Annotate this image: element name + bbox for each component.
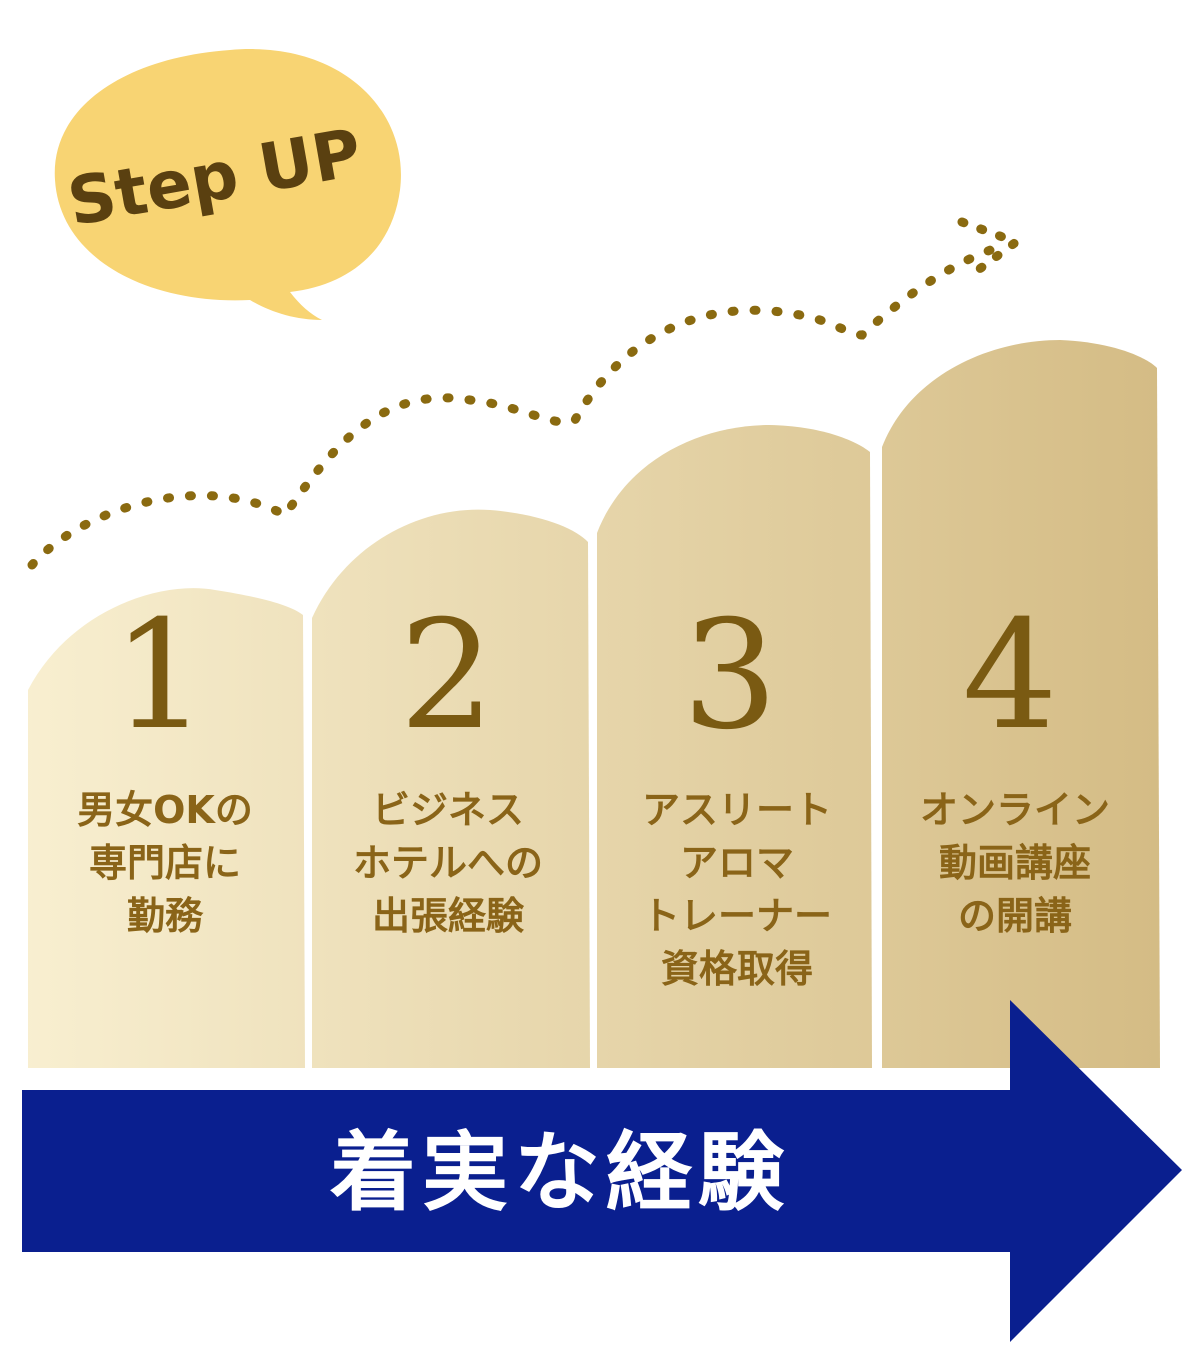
step-label-2: ビジネス ホテルへの 出張経験 [353, 788, 543, 938]
step-label-line: ホテルへの [353, 841, 543, 885]
step-number-4: 4 [962, 589, 1057, 763]
step-column-1 [28, 588, 305, 1068]
step-label-line: アロマ [680, 841, 794, 885]
step-label-line: 出張経験 [372, 894, 525, 938]
step-label-line: トレーナー [642, 894, 832, 938]
step-label-line: の開講 [958, 894, 1072, 938]
step-number-2: 2 [399, 589, 494, 763]
banner-label: 着実な経験 [329, 1123, 790, 1223]
step-label-line: オンライン [920, 788, 1110, 832]
experience-arrow-banner: 着実な経験 [22, 1000, 1182, 1342]
step-column-3 [597, 425, 872, 1068]
step-number-3: 3 [682, 589, 777, 763]
step-column-4 [882, 340, 1160, 1068]
step-label-1: 男女OKの 専門店に 勤務 [77, 788, 253, 938]
step-label-line: ビジネス [372, 788, 524, 832]
speech-bubble: Step UP [54, 49, 401, 320]
arrowhead-icon [957, 217, 1026, 281]
step-label-line: 動画講座 [939, 841, 1091, 885]
step-label-line: 勤務 [127, 894, 204, 938]
step-label-line: 専門店に [89, 841, 241, 885]
step-number-1: 1 [112, 589, 207, 763]
right-arrow-icon [22, 1000, 1182, 1342]
step-label-line: 男女OKの [77, 788, 253, 832]
step-column-2 [312, 509, 590, 1068]
step-label-line: 資格取得 [661, 947, 813, 991]
step-label-4: オンライン 動画講座 の開講 [920, 788, 1110, 938]
dotted-trend-arrow [27, 217, 1026, 570]
step-label-line: アスリート [642, 788, 832, 832]
step-label-3: アスリート アロマ トレーナー 資格取得 [642, 788, 832, 991]
